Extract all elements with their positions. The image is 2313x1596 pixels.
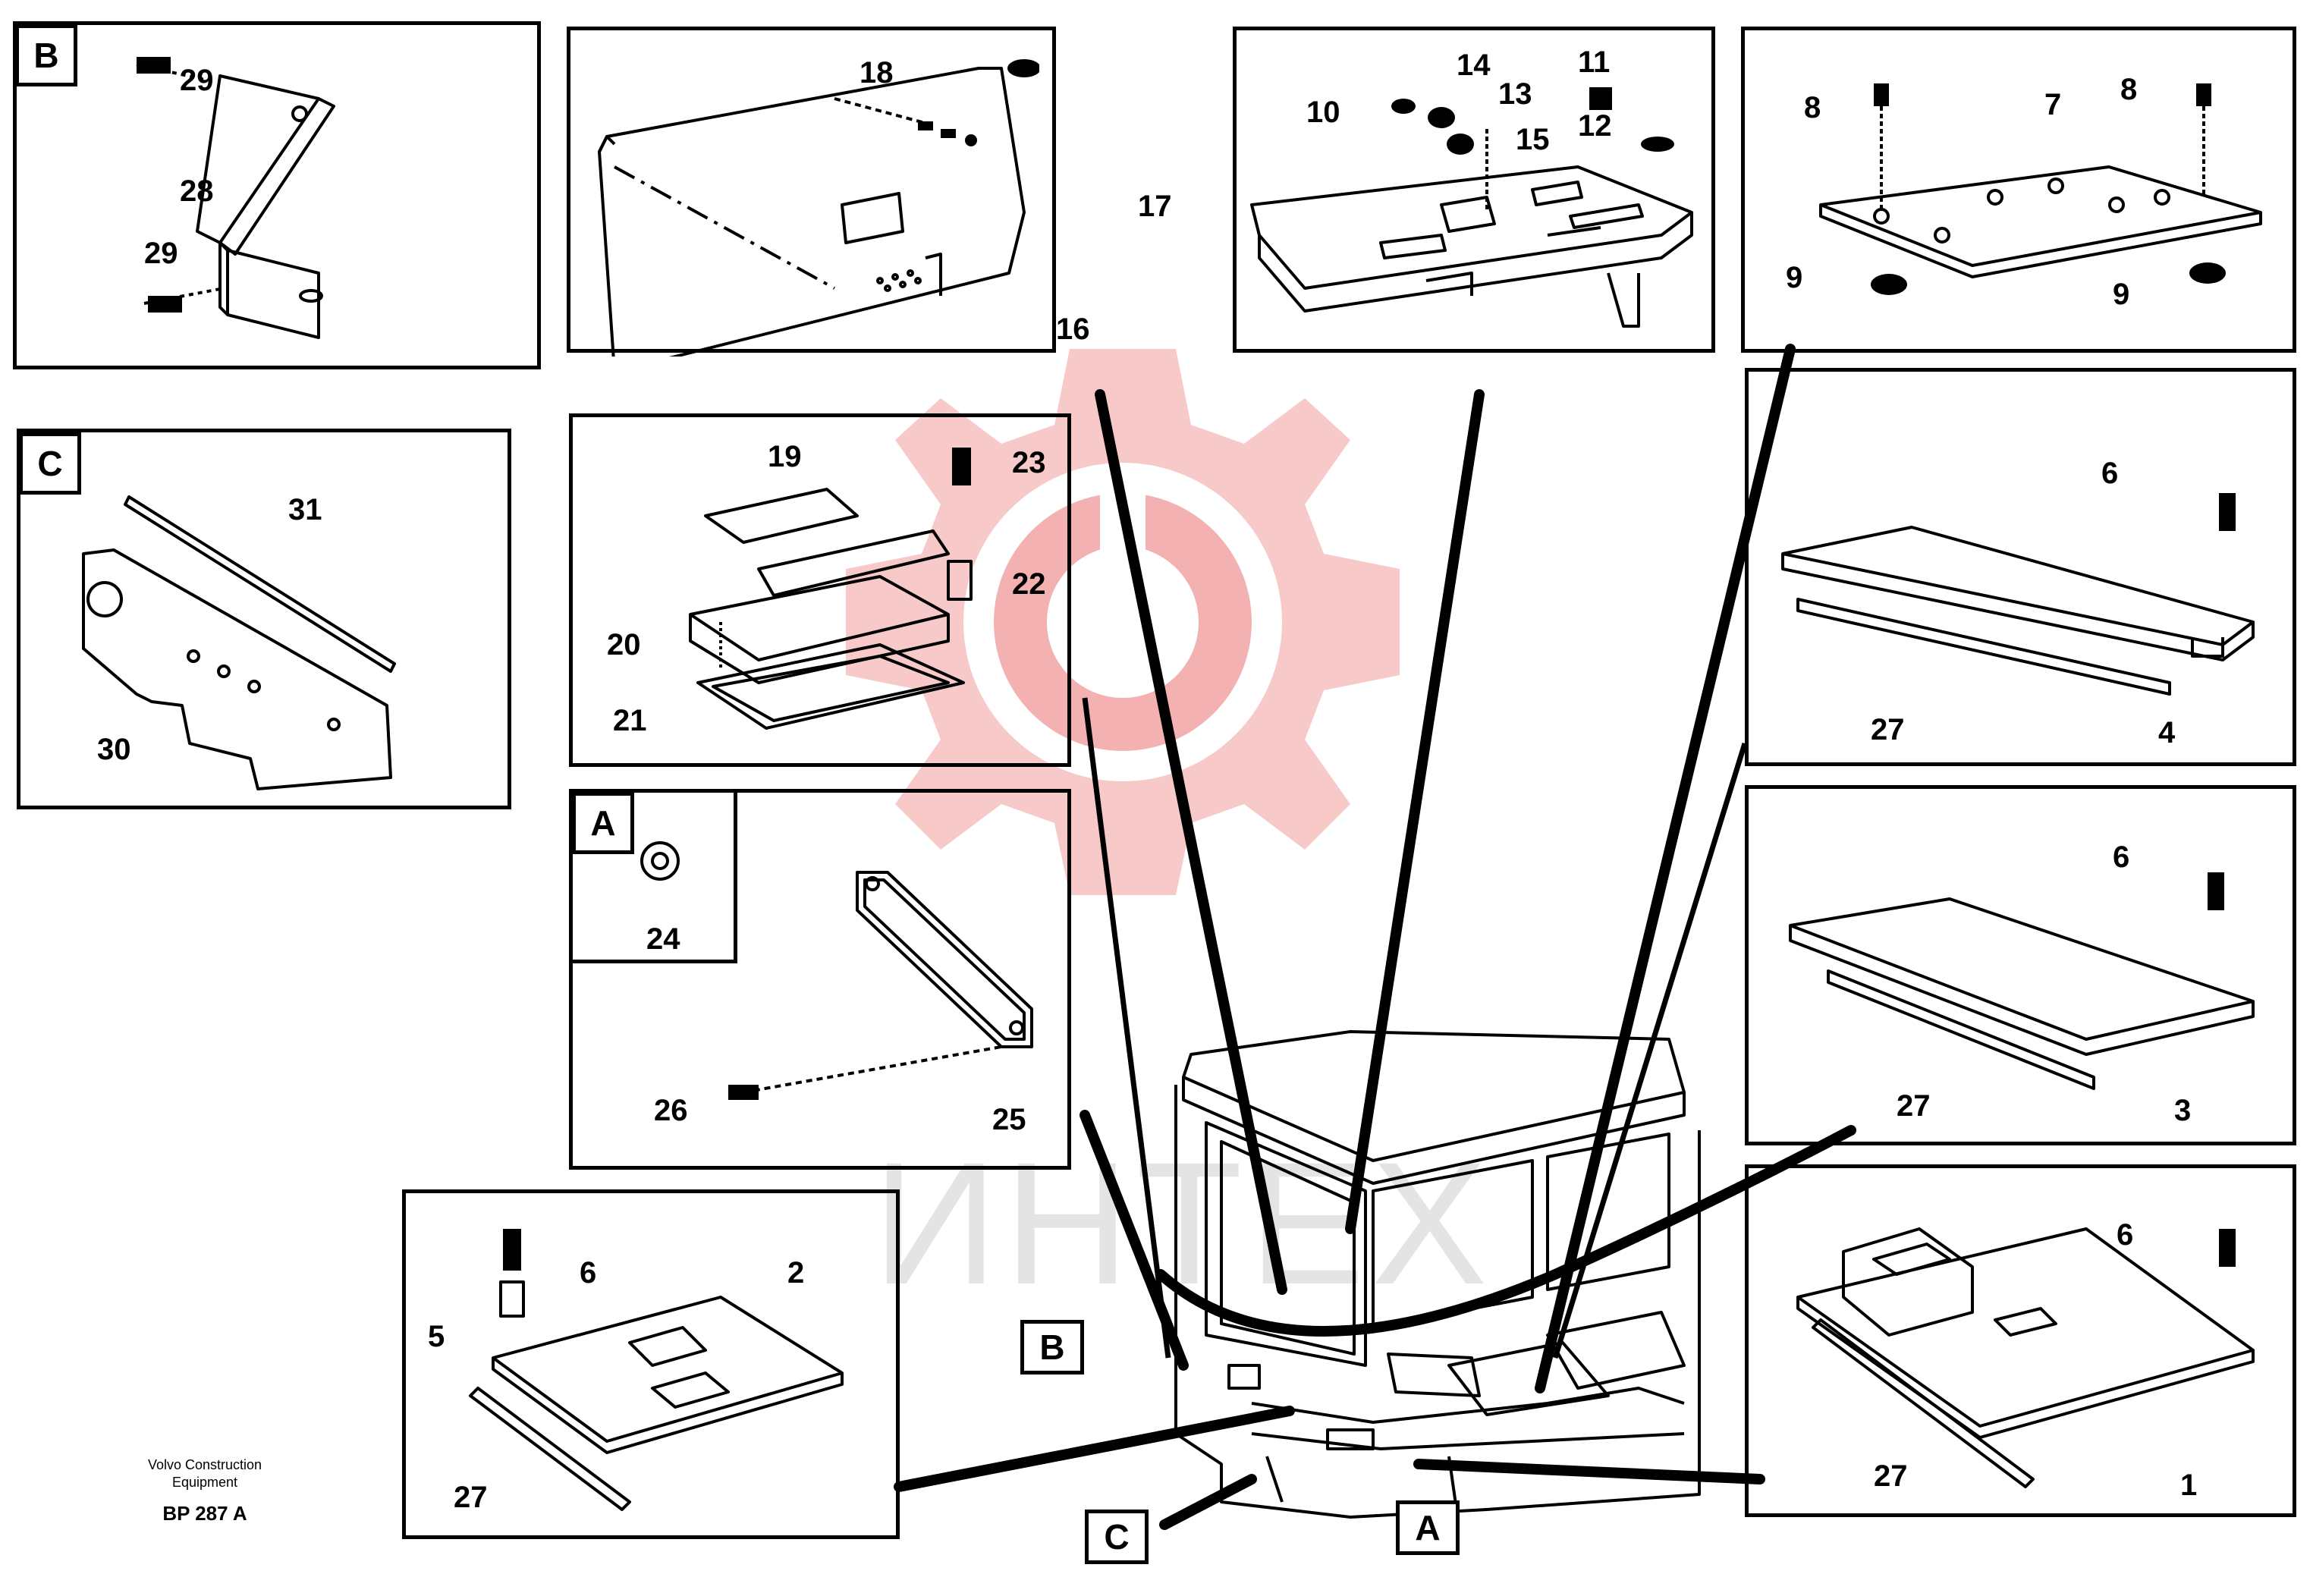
callout-13: 13	[1498, 77, 1532, 111]
callout-18: 18	[860, 56, 894, 90]
callout-3: 3	[2174, 1094, 2192, 1127]
callout-4: 4	[2158, 716, 2176, 749]
callout-10: 10	[1306, 96, 1340, 129]
callout-25: 25	[992, 1103, 1026, 1136]
plate-4-drawing	[1781, 493, 2255, 696]
detail-panel-b	[13, 21, 541, 369]
callout-21: 21	[613, 704, 647, 737]
callout-19: 19	[768, 440, 802, 473]
detail-panel-plate-4	[1745, 368, 2296, 766]
callout-31: 31	[288, 493, 322, 526]
callout-24: 24	[646, 922, 680, 956]
detail-tag-b: B	[15, 24, 77, 86]
callout-6-panel3: 6	[2113, 840, 2130, 874]
footer-code: BP 287 A	[162, 1502, 247, 1525]
callout-28: 28	[180, 174, 214, 208]
plate-1-drawing	[1796, 1227, 2255, 1488]
footer-line-1: Volvo Construction	[147, 1457, 262, 1472]
callout-14: 14	[1457, 49, 1491, 82]
detail-panel-plate-3	[1745, 785, 2296, 1145]
callout-7: 7	[2044, 88, 2062, 121]
callout-30: 30	[97, 733, 131, 766]
callout-17: 17	[1138, 190, 1172, 223]
detail-panel-plate-2	[402, 1189, 900, 1539]
callout-1: 1	[2180, 1469, 2198, 1502]
callout-27-panel2: 27	[454, 1481, 488, 1514]
footer-company: Volvo Construction Equipment	[121, 1456, 288, 1492]
plate-10-drawing	[1250, 87, 1693, 328]
callout-23: 23	[1012, 446, 1046, 479]
callout-9-left: 9	[1786, 261, 1803, 294]
cab-overview-drawing	[1174, 1030, 1701, 1519]
detail-panel-top-plate	[1741, 27, 2296, 353]
plate-3-drawing	[1789, 872, 2255, 1090]
bracket-28-drawing	[136, 57, 335, 339]
footer-line-2: Equipment	[171, 1475, 238, 1491]
callout-15: 15	[1516, 123, 1550, 156]
watermark-gear-logo	[846, 349, 1400, 895]
plate-30-drawing	[82, 495, 396, 790]
detail-panel-dash-plate	[1233, 27, 1715, 353]
detail-panel-c	[17, 429, 511, 809]
callout-27-panel4: 27	[1871, 713, 1905, 746]
cab-tag-b: B	[1020, 1320, 1084, 1375]
callout-8-right: 8	[2120, 73, 2138, 106]
callout-16: 16	[1056, 313, 1090, 346]
callout-8-left: 8	[1804, 91, 1821, 124]
callout-11: 11	[1578, 46, 1611, 79]
callout-5: 5	[428, 1320, 445, 1353]
callout-12: 12	[1578, 109, 1612, 143]
callout-9-right: 9	[2113, 278, 2130, 311]
detail-panel-cover	[567, 27, 1056, 353]
callout-6-panel2: 6	[580, 1256, 597, 1290]
callout-29-bottom: 29	[144, 237, 178, 270]
plate-2-drawing	[469, 1229, 844, 1511]
cover-16-drawing	[598, 59, 1039, 357]
callout-29-top: 29	[180, 64, 214, 97]
detail-tag-c: C	[19, 432, 81, 495]
pads-19-22-drawing	[689, 448, 973, 730]
detail-panel-plate-1	[1745, 1164, 2296, 1517]
callout-6-panel4: 6	[2101, 457, 2119, 490]
callout-27-panel3: 27	[1897, 1089, 1931, 1123]
plate-7-drawing	[1819, 83, 2262, 295]
cover-plate-25-drawing	[640, 841, 1033, 1100]
detail-panel-pads	[569, 413, 1071, 767]
cab-tag-c: C	[1085, 1510, 1149, 1564]
callout-20: 20	[607, 628, 641, 661]
callout-27-panel1: 27	[1874, 1459, 1908, 1493]
callout-2: 2	[787, 1256, 805, 1290]
callout-26: 26	[654, 1094, 688, 1127]
detail-tag-a: A	[572, 792, 634, 854]
detail-panel-a	[569, 789, 1071, 1170]
cab-tag-a: A	[1396, 1500, 1460, 1555]
callout-22: 22	[1012, 567, 1046, 601]
callout-6-panel1: 6	[2117, 1218, 2134, 1252]
inset-a-frame	[572, 789, 737, 963]
